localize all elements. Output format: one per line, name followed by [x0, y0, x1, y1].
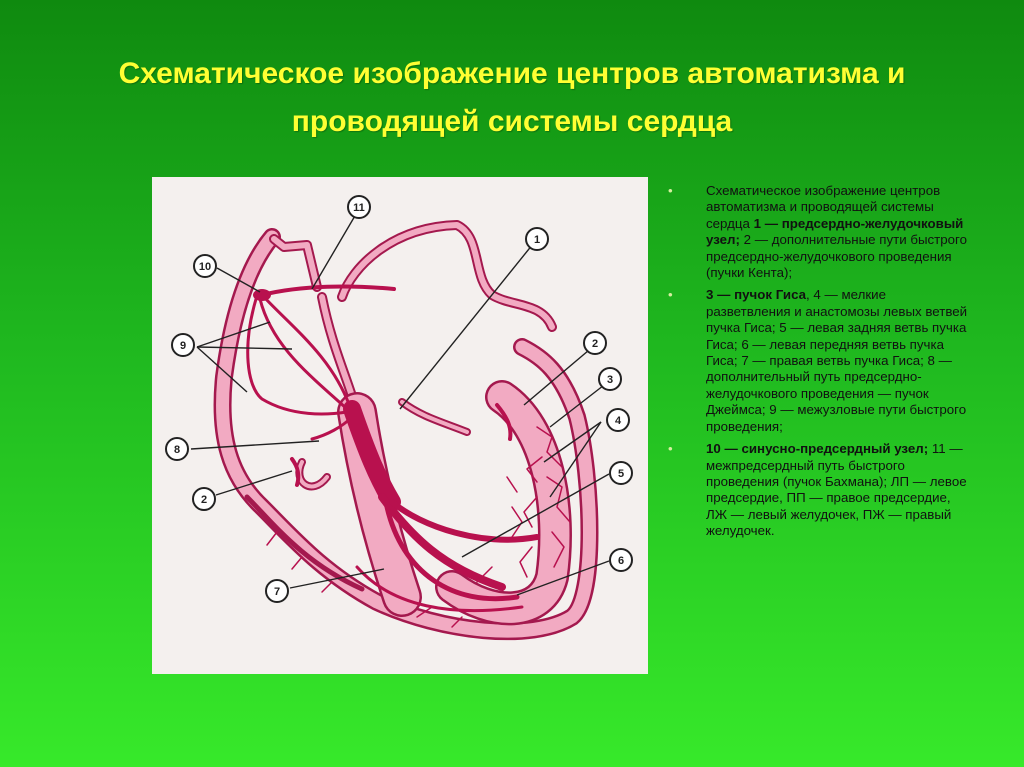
- callout-3: 3: [598, 367, 622, 391]
- svg-text:2: 2: [592, 338, 598, 350]
- callout-1: 1: [525, 227, 549, 251]
- heart-walls: [213, 220, 599, 641]
- leader-8: [190, 440, 320, 450]
- bullet-icon: •: [668, 183, 673, 198]
- bullet-icon: •: [668, 287, 673, 303]
- heart-conduction-schematic: 1 2 2 3 4 5 6 7 8 9 10 11: [165, 195, 633, 641]
- legend-text-bold: 10 — синусно-предсердный узел;: [706, 441, 929, 457]
- conduction-system: [246, 284, 571, 628]
- sa-node: [253, 289, 271, 301]
- leader-4a: [543, 421, 602, 463]
- leader-5: [461, 473, 610, 558]
- legend-list: • Схематическое изображение центров авто…: [668, 183, 968, 546]
- legend-text-bold: 3 — пучок Гиса: [706, 287, 807, 303]
- legend-item: • 3 — пучок Гиса, 4 — мелкие разветвлени…: [668, 287, 968, 435]
- legend-text: 11 — межпредсердный путь быстрого провед…: [706, 441, 967, 539]
- bullet-icon: •: [668, 441, 673, 457]
- svg-text:9: 9: [180, 340, 186, 352]
- callout-9: 9: [171, 333, 195, 357]
- leader-11: [311, 208, 360, 290]
- callout-10: 10: [193, 254, 217, 278]
- svg-text:1: 1: [534, 234, 540, 246]
- svg-text:5: 5: [618, 468, 624, 480]
- legend-text-bold: 1 — предсердно-желудочковый узел;: [706, 215, 964, 248]
- leader-10: [216, 267, 261, 293]
- leader-6: [516, 560, 610, 596]
- legend-text: , 4 — мелкие разветвления и анастомозы л…: [706, 287, 968, 434]
- left-posterior-branch: [389, 499, 540, 543]
- svg-text:10: 10: [199, 261, 211, 273]
- svg-text:8: 8: [174, 444, 180, 456]
- leader-2-right: [523, 344, 596, 406]
- his-bundle: [343, 400, 401, 511]
- leader-9c: [196, 346, 248, 393]
- callout-2-right: 2: [583, 331, 607, 355]
- callouts: 1 2 2 3 4 5 6 7 8 9 10 11: [165, 195, 633, 603]
- leader-9a: [196, 321, 271, 348]
- leader-1: [399, 238, 538, 410]
- slide-title: Схематическое изображение центров автома…: [118, 57, 906, 138]
- svg-text:4: 4: [615, 415, 622, 427]
- callout-8: 8: [165, 437, 189, 461]
- leader-7: [289, 568, 385, 589]
- aorta: [337, 220, 557, 332]
- purkinje-fibres: [266, 426, 571, 628]
- leader-4b: [549, 421, 602, 498]
- callout-6: 6: [609, 548, 633, 572]
- internodal-path-middle: [258, 297, 349, 411]
- legend-item: • Схематическое изображение центров авто…: [668, 183, 968, 281]
- legend-item: • 10 — синусно-предсердный узел; 11 — ме…: [668, 441, 968, 539]
- right-bundle-branch: [378, 493, 506, 591]
- callout-11: 11: [347, 195, 371, 219]
- svg-text:3: 3: [607, 374, 613, 386]
- right-ventricle-inner: [244, 494, 365, 592]
- bachmann-bundle: [260, 284, 396, 297]
- svg-text:6: 6: [618, 555, 624, 567]
- leader-2-left: [215, 470, 293, 496]
- kent-bundle-right: [290, 457, 301, 487]
- internodal-path-anterior: [262, 295, 352, 409]
- callout-2-left: 2: [192, 487, 216, 511]
- callout-5: 5: [609, 461, 633, 485]
- legend-text: 2 — дополнительные пути быстрого предсер…: [706, 232, 967, 281]
- svg-text:2: 2: [201, 494, 207, 506]
- internodal-path-posterior: [246, 297, 349, 416]
- callout-7: 7: [265, 579, 289, 603]
- leader-3: [549, 381, 609, 428]
- leader-9b: [196, 346, 293, 350]
- svg-text:11: 11: [353, 202, 365, 214]
- svg-text:7: 7: [274, 586, 280, 598]
- right-ventricle-branch: [355, 565, 524, 613]
- left-anterior-branch: [384, 504, 520, 602]
- callout-4: 4: [606, 408, 630, 432]
- kent-bundle-left: [495, 403, 513, 441]
- heart-diagram: 1 2 2 3 4 5 6 7 8 9 10 11: [152, 177, 648, 674]
- legend-text: Схематическое изображение центров автома…: [706, 183, 941, 231]
